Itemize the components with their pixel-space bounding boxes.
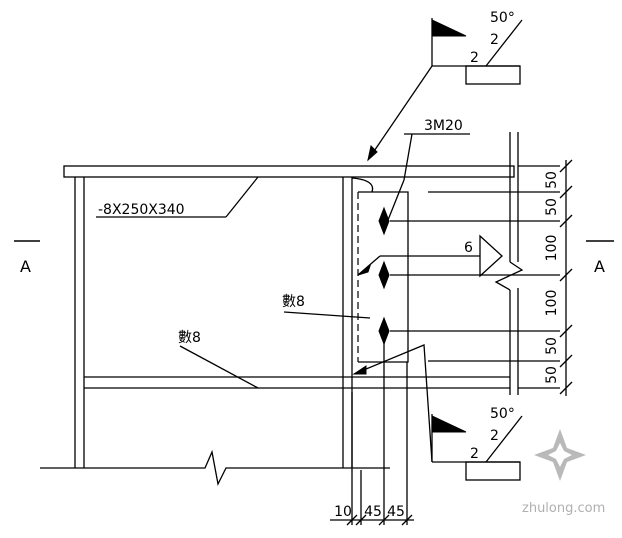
plate-label: -8X250X340 [96,176,259,218]
dim-v-2: 50 [544,198,560,216]
far-right-column [494,132,524,395]
watermark: zhulong.com [522,429,605,516]
section-left-text: A [20,257,31,276]
bolt-spec-text: 3M20 [424,118,463,134]
weld-symbol-top: 50° 2 2 [367,10,523,162]
fillet-weld-callout: 6 [357,234,503,278]
plate-spec-text: -8X250X340 [98,202,185,218]
dim-h-1: 10 [334,504,352,520]
section-mark-left: A [14,240,40,276]
weld-top-root: 2 [470,50,479,66]
section-right-text: A [594,257,605,276]
dim-v-4: 100 [544,290,560,317]
vertical-dimensions: 50 50 100 100 50 50 [544,159,573,396]
lower-beam [84,376,510,389]
dim-v-6: 50 [544,366,560,384]
weld-symbol-bottom: 50° 2 2 [352,344,523,481]
weld-bottom-angle: 50° [490,406,515,422]
section-mark-right: A [586,240,614,276]
dim-v-5: 50 [544,337,560,355]
left-column [74,177,85,468]
dim-v-1: 50 [544,171,560,189]
bolt-1 [378,206,390,236]
ground-break-line [40,449,390,487]
bolt-group [378,133,470,346]
fillet-size-text: 6 [464,240,473,256]
watermark-logo-icon [534,429,586,481]
weld-top-angle: 50° [490,10,515,26]
dim-h-2: 45 [364,504,382,520]
weld-size-1: 數8 [282,294,371,319]
horizontal-dimensions: 10 45 45 [330,340,414,526]
weld-bottom-gap: 2 [490,428,499,444]
top-flange-plate [63,165,515,178]
weld-size-2-text: 數8 [178,330,201,346]
right-column [342,177,353,468]
watermark-text: zhulong.com [522,501,605,516]
dim-h-3: 45 [387,504,405,520]
weld-top-gap: 2 [490,32,499,48]
dim-v-3: 100 [544,235,560,262]
weld-bottom-root: 2 [470,446,479,462]
weld-size-2: 數8 [178,330,259,389]
extension-lines [390,165,560,389]
weld-size-1-text: 數8 [282,294,305,310]
bolt-2 [378,260,390,290]
